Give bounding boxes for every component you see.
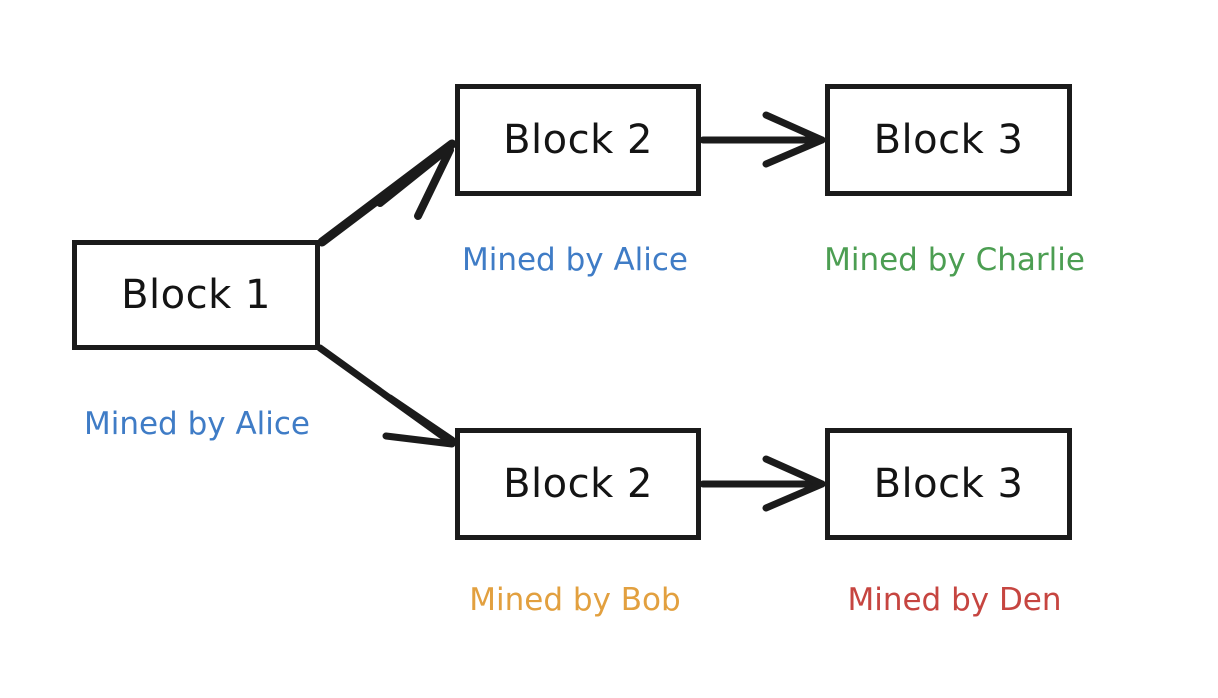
block-label: Block 1 bbox=[121, 272, 271, 318]
miner-label-block2-bot: Mined by Bob bbox=[469, 582, 681, 618]
miner-label-block1: Mined by Alice bbox=[83, 406, 311, 442]
block-label: Block 2 bbox=[503, 461, 653, 507]
edge-block1-to-block2-bot bbox=[316, 344, 456, 448]
block-node-block2-bot[interactable]: Block 2 bbox=[455, 428, 701, 540]
miner-label-block3-bot: Mined by Den bbox=[847, 582, 1062, 618]
block-node-block2-top[interactable]: Block 2 bbox=[455, 84, 701, 196]
edge-block2-to-block3-top bbox=[699, 111, 826, 168]
block-node-block3-top[interactable]: Block 3 bbox=[825, 84, 1072, 196]
edge-block1-to-block2-top bbox=[317, 139, 457, 247]
block-label: Block 3 bbox=[873, 461, 1024, 507]
miner-label-block2-top: Mined by Alice bbox=[461, 242, 689, 278]
block-label: Block 3 bbox=[873, 117, 1024, 163]
block-node-block1[interactable]: Block 1 bbox=[72, 240, 320, 350]
miner-label-block3-top: Mined by Charlie bbox=[824, 242, 1085, 278]
block-node-block3-bot[interactable]: Block 3 bbox=[825, 428, 1072, 540]
block-label: Block 2 bbox=[503, 117, 653, 163]
edge-block2-to-block3-bot bbox=[699, 455, 826, 512]
